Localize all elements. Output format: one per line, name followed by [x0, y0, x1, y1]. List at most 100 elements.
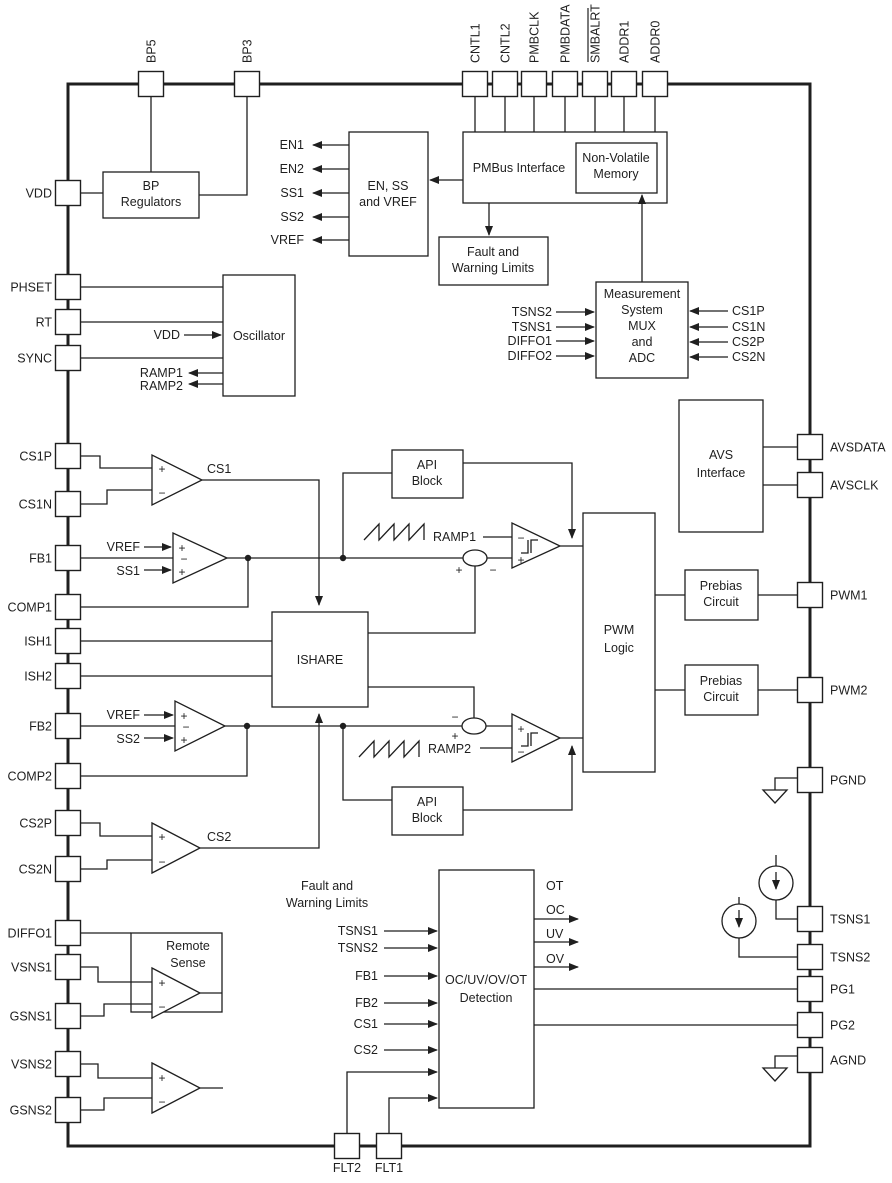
label-uv: UV — [546, 927, 564, 941]
block-en-ss-vref: EN, SS and VREF — [348, 131, 429, 257]
svg-text:+: + — [455, 563, 462, 577]
pin-flt2 — [333, 1132, 361, 1160]
block-nvm-label: Non-Volatile — [582, 151, 649, 165]
summing-node-1: + − — [455, 549, 497, 577]
label-det-tsns1: TSNS1 — [338, 924, 378, 938]
block-prebias-1: Prebias Circuit — [684, 569, 759, 621]
pin-comp2-label: COMP2 — [8, 770, 53, 784]
pin-rt-label: RT — [36, 316, 53, 330]
svg-text:and: and — [632, 335, 653, 349]
pin-tsns1-label: TSNS1 — [830, 913, 870, 927]
pin-ish1 — [54, 627, 82, 655]
pin-avsclk-label: AVSCLK — [830, 479, 879, 493]
pwm1-comparator: − + — [511, 521, 562, 570]
label-det-cs1: CS1 — [354, 1017, 378, 1031]
wire-api1-to-pwm — [463, 462, 576, 539]
wire-flt1-to-det — [388, 1094, 438, 1134]
block-detection-label: OC/UV/OV/OT — [445, 973, 527, 987]
label-mux-diffo2: DIFFO2 — [508, 349, 552, 363]
svg-text:−: − — [158, 855, 165, 869]
svg-text:Regulators: Regulators — [121, 195, 181, 209]
pin-phset-label: PHSET — [10, 281, 52, 295]
opamps: + − + − + + − + + − + − + − — [151, 453, 229, 1115]
signal-labels: EN1 EN2 SS1 SS2 VREF VDD RAMP1 RAMP2 TSN… — [107, 138, 766, 1057]
pin-phset — [54, 273, 82, 301]
block-api1-label: API — [417, 458, 437, 472]
label-mux-cs2n: CS2N — [732, 350, 765, 364]
pin-bp3-label: BP3 — [241, 39, 255, 63]
pin-vdd-label: VDD — [26, 187, 52, 201]
pin-pwm2-label: PWM2 — [830, 684, 868, 698]
wire-err1-to-api1 — [342, 472, 392, 558]
pin-bp5 — [137, 70, 165, 98]
summing-nodes: + − − + — [451, 549, 497, 743]
pin-fb2 — [54, 712, 82, 740]
wire-gsns2-to-amp — [80, 1097, 152, 1111]
block-oscillator: Oscillator — [222, 274, 296, 397]
svg-text:Warning Limits: Warning Limits — [452, 261, 534, 275]
pin-avsdata — [796, 433, 824, 461]
label-osc-vdd: VDD — [154, 328, 180, 342]
label-det-fb1: FB1 — [355, 969, 378, 983]
block-api2-label: API — [417, 795, 437, 809]
pin-pgnd — [796, 766, 824, 794]
block-oscillator-label: Oscillator — [233, 329, 285, 343]
svg-text:+: + — [178, 565, 185, 579]
pin-ish2-label: ISH2 — [24, 670, 52, 684]
label-ramp1: RAMP1 — [433, 530, 476, 544]
grounds — [761, 777, 798, 1082]
svg-text:−: − — [489, 563, 496, 577]
block-non-volatile-memory: Non-Volatile Memory — [575, 142, 658, 194]
pin-vsns1-label: VSNS1 — [11, 961, 52, 975]
svg-text:−: − — [158, 486, 165, 500]
label-det-note-2: Warning Limits — [286, 896, 368, 910]
pin-pmbdata-label: PMBDATA — [559, 4, 573, 63]
label-fb1-ss1: SS1 — [116, 564, 140, 578]
svg-text:Logic: Logic — [604, 641, 634, 655]
pin-cntl1 — [461, 70, 489, 98]
wire-cs2-to-ishare — [200, 713, 323, 849]
pin-tsns2-label: TSNS2 — [830, 951, 870, 965]
label-mux-cs1p: CS1P — [732, 304, 765, 318]
label-vref: VREF — [271, 233, 305, 247]
hysteresis-icon — [521, 732, 538, 747]
hysteresis-icon — [521, 539, 538, 554]
cs2-amp: + − — [151, 821, 202, 875]
svg-text:+: + — [180, 709, 187, 723]
pin-diffo1-label: DIFFO1 — [8, 927, 52, 941]
pin-vsns2 — [54, 1050, 82, 1078]
block-ishare: ISHARE — [271, 611, 369, 708]
block-ishare-label: ISHARE — [297, 653, 344, 667]
wire-comp1 — [80, 558, 249, 608]
wire-cs2n-to-amp — [80, 859, 152, 870]
svg-text:+: + — [517, 553, 524, 567]
svg-text:−: − — [451, 710, 458, 724]
block-prebias1-label: Prebias — [700, 579, 742, 593]
svg-text:+: + — [158, 830, 165, 844]
label-oc: OC — [546, 903, 565, 917]
pin-pg2-label: PG2 — [830, 1019, 855, 1033]
block-fault-warning-limits: Fault and Warning Limits — [438, 236, 549, 286]
sense2-amp: + − — [151, 1061, 202, 1115]
svg-text:+: + — [158, 462, 165, 476]
svg-text:System: System — [621, 303, 663, 317]
svg-text:−: − — [182, 720, 189, 734]
pin-pg1 — [796, 975, 824, 1003]
block-prebias-2: Prebias Circuit — [684, 664, 759, 716]
pin-gsns2-label: GSNS2 — [10, 1104, 52, 1118]
label-fb2-ss2: SS2 — [116, 732, 140, 746]
pin-cs2p — [54, 809, 82, 837]
pin-comp2 — [54, 762, 82, 790]
agnd-ground-icon — [761, 1055, 798, 1082]
label-mux-cs2p: CS2P — [732, 335, 765, 349]
pin-addr0 — [641, 70, 669, 98]
label-det-note-1: Fault and — [301, 879, 353, 893]
wire-cs2p-to-amp — [80, 822, 152, 837]
pin-smbalrt-label: SMBALRT — [589, 4, 603, 63]
wire-comp2 — [80, 726, 248, 777]
block-oc-uv-ov-ot-detection: OC/UV/OV/OT Detection — [438, 869, 535, 1109]
wire-isrc1-to-tsns1 — [775, 900, 798, 920]
pin-pwm2 — [796, 676, 824, 704]
svg-text:Memory: Memory — [593, 167, 639, 181]
